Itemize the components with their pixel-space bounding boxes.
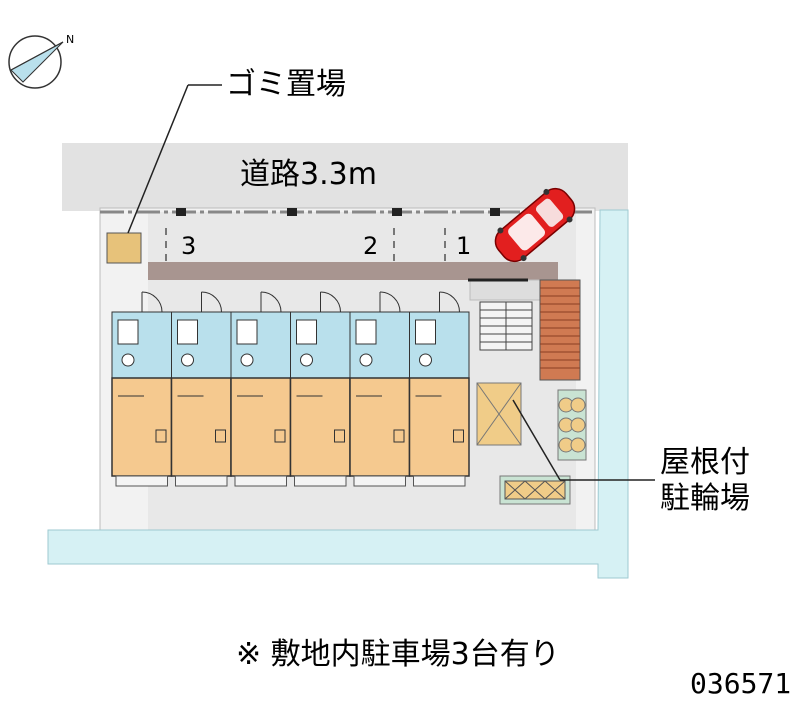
unit-ac-mark <box>334 429 345 443</box>
unit-door-swing <box>439 291 460 313</box>
unit-toilet-fixture <box>419 353 432 367</box>
unit-ac-mark <box>274 429 286 443</box>
road-area <box>62 143 628 211</box>
unit-balcony <box>175 475 228 487</box>
unit-room <box>408 377 470 477</box>
unit-ac-mark <box>215 429 226 443</box>
unit-bath-fixture <box>355 319 377 345</box>
compass-icon <box>8 35 64 89</box>
water-channel <box>47 209 629 579</box>
unit-room <box>170 377 232 477</box>
garbage-box <box>106 232 142 264</box>
unit-bath-fixture <box>296 319 317 345</box>
bicycle-parking <box>476 382 655 505</box>
unit-balcony <box>115 475 168 487</box>
bike-parking-label-line2: 駐輪場 <box>660 481 750 516</box>
building <box>111 291 470 487</box>
compass-north-letter: N <box>66 33 75 46</box>
unit-room <box>230 377 292 477</box>
unit-ac-mark <box>393 429 405 443</box>
unit-door-swing <box>320 291 341 313</box>
unit-toilet-fixture <box>240 353 254 367</box>
bike-parking-label-line1: 屋根付 <box>660 445 750 480</box>
unit-ac-mark <box>155 429 167 443</box>
parking-label-1: 1 <box>456 232 472 260</box>
stairs <box>479 301 533 351</box>
parking-label-2: 2 <box>363 232 379 260</box>
property-id: 036571 <box>690 667 792 700</box>
road-label: 道路3.3m <box>240 157 377 192</box>
unit-room <box>349 377 411 477</box>
car-icon <box>494 187 576 263</box>
fence-post <box>490 208 500 216</box>
parking-note: ※ 敷地内駐車場3台有り <box>236 637 560 672</box>
unit-toilet-fixture <box>121 353 135 367</box>
unit-room <box>111 377 173 477</box>
unit-balcony <box>294 475 347 487</box>
unit-bath-fixture <box>117 319 139 345</box>
parking-label-3: 3 <box>181 232 197 260</box>
unit-room <box>289 377 351 477</box>
unit-balcony <box>413 475 466 487</box>
fence-post <box>176 208 186 216</box>
brick-wall <box>539 279 581 381</box>
unit-door-swing <box>260 291 282 313</box>
unit-bath-fixture <box>236 319 258 345</box>
unit-balcony <box>234 475 287 487</box>
garbage-area-label: ゴミ置場 <box>226 67 346 102</box>
unit-toilet-fixture <box>300 353 313 367</box>
unit-door-swing <box>141 291 163 313</box>
unit-toilet-fixture <box>359 353 373 367</box>
unit-door-swing <box>379 291 401 313</box>
unit-toilet-fixture <box>181 353 194 367</box>
unit-balcony <box>353 475 406 487</box>
unit-bath-fixture <box>177 319 198 345</box>
unit-door-swing <box>201 291 222 313</box>
unit-bath-fixture <box>415 319 436 345</box>
fence-post <box>392 208 402 216</box>
unit-ac-mark <box>453 429 464 443</box>
driveway <box>148 262 558 280</box>
fence-post <box>287 208 297 216</box>
garbage-leader-line <box>127 84 189 234</box>
